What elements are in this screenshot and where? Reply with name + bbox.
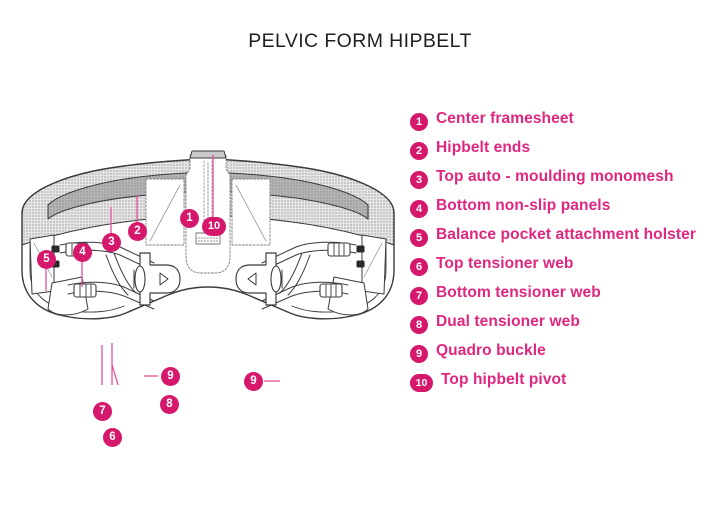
legend-badge-2: 2 — [410, 142, 428, 160]
legend-label-3: Top auto - moulding monomesh — [436, 168, 674, 185]
legend-badge-10: 10 — [410, 374, 433, 392]
legend-label-9: Quadro buckle — [436, 342, 546, 359]
legend-badge-4: 4 — [410, 200, 428, 218]
callout-9-left[interactable]: 9 — [161, 367, 180, 386]
legend-label-6: Top tensioner web — [436, 255, 574, 272]
legend-label-5: Balance pocket attachment holster — [436, 226, 696, 243]
legend-item-dual-tensioner-web[interactable]: 8 Dual tensioner web — [410, 313, 712, 342]
legend-item-top-tensioner-web[interactable]: 6 Top tensioner web — [410, 255, 712, 284]
callout-3[interactable]: 3 — [102, 233, 121, 252]
legend-item-hipbelt-ends[interactable]: 2 Hipbelt ends — [410, 139, 712, 168]
legend-badge-1: 1 — [410, 113, 428, 131]
legend-badge-9: 9 — [410, 345, 428, 363]
callout-5[interactable]: 5 — [37, 250, 56, 269]
callout-4[interactable]: 4 — [73, 243, 92, 262]
callout-1[interactable]: 1 — [180, 209, 199, 228]
callout-9-right[interactable]: 9 — [244, 372, 263, 391]
legend-item-center-framesheet[interactable]: 1 Center framesheet — [410, 110, 712, 139]
callout-6[interactable]: 6 — [103, 428, 122, 447]
legend-badge-7: 7 — [410, 287, 428, 305]
legend-item-bottom-non-slip-panels[interactable]: 4 Bottom non-slip panels — [410, 197, 712, 226]
legend-item-balance-pocket-attachment-holster[interactable]: 5 Balance pocket attachment holster — [410, 226, 712, 255]
legend-label-10: Top hipbelt pivot — [441, 371, 567, 388]
callout-7[interactable]: 7 — [93, 402, 112, 421]
legend-item-quadro-buckle[interactable]: 9 Quadro buckle — [410, 342, 712, 371]
callout-10[interactable]: 10 — [202, 217, 226, 236]
legend-badge-8: 8 — [410, 316, 428, 334]
legend-label-8: Dual tensioner web — [436, 313, 580, 330]
legend-item-bottom-tensioner-web[interactable]: 7 Bottom tensioner web — [410, 284, 712, 313]
legend-label-1: Center framesheet — [436, 110, 574, 127]
callout-8[interactable]: 8 — [160, 395, 179, 414]
legend-badge-5: 5 — [410, 229, 428, 247]
legend-item-top-auto-moulding-monomesh[interactable]: 3 Top auto - moulding monomesh — [410, 168, 712, 197]
hipbelt-illustration: 5 4 3 2 1 10 9 8 7 6 9 — [8, 95, 408, 447]
legend-item-top-hipbelt-pivot[interactable]: 10 Top hipbelt pivot — [410, 371, 712, 400]
legend-label-4: Bottom non-slip panels — [436, 197, 611, 214]
callout-2[interactable]: 2 — [128, 222, 147, 241]
legend-list: 1 Center framesheet 2 Hipbelt ends 3 Top… — [410, 110, 712, 400]
page-title: PELVIC FORM HIPBELT — [248, 30, 472, 52]
legend-label-7: Bottom tensioner web — [436, 284, 601, 301]
hipbelt-technical-drawing-svg — [21, 150, 395, 385]
legend-label-2: Hipbelt ends — [436, 139, 531, 156]
legend-badge-3: 3 — [410, 171, 428, 189]
legend-badge-6: 6 — [410, 258, 428, 276]
